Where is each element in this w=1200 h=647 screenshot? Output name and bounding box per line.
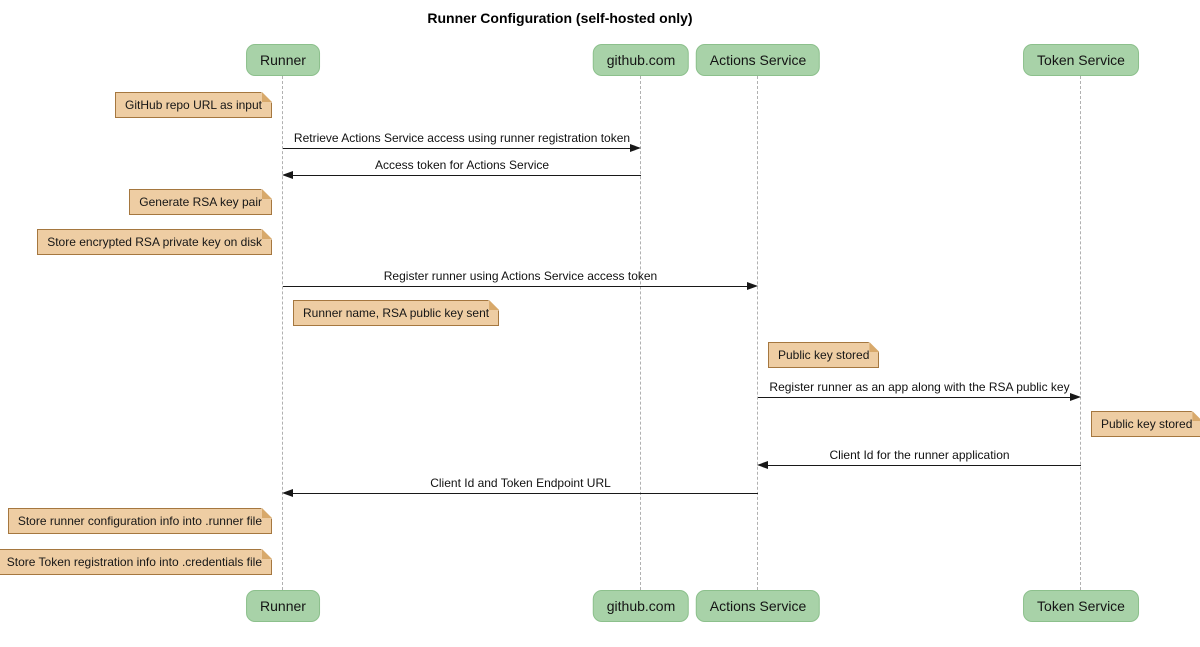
message-4-arrowhead-icon [1070,393,1081,401]
message-3-arrowhead-icon [747,282,758,290]
note-public-key-stored-token: Public key stored [1091,411,1200,437]
message-1-label: Retrieve Actions Service access using ru… [293,131,631,145]
lifeline-github [640,76,641,590]
note-github-repo-url: GitHub repo URL as input [115,92,272,118]
note-fold-icon [262,508,272,518]
note-fold-icon [262,189,272,199]
message-4-line [758,397,1070,398]
note-public-key-stored-actions: Public key stored [768,342,880,368]
message-6-line [293,493,758,494]
note-store-credentials-file: Store Token registration info into .cred… [0,549,272,575]
participant-runner-top: Runner [246,44,320,76]
note-fold-icon [489,300,500,310]
note-store-runner-file: Store runner configuration info into .ru… [7,508,272,534]
note-text: Runner name, RSA public key sent [303,306,490,320]
diagram-title: Runner Configuration (self-hosted only) [427,10,693,26]
note-runner-name-sent: Runner name, RSA public key sent [293,300,500,326]
participant-runner-bottom: Runner [246,590,320,622]
message-5-label: Client Id for the runner application [829,448,1010,462]
note-store-private-key: Store encrypted RSA private key on disk [37,229,272,255]
note-fold-icon [262,229,272,239]
lifeline-token-service [1080,76,1081,590]
note-fold-icon [262,549,272,559]
message-6-label: Client Id and Token Endpoint URL [430,476,611,490]
message-1-line [283,148,630,149]
message-2-line [293,175,641,176]
message-5-arrowhead-icon [757,461,768,469]
participant-actions-service-top: Actions Service [695,44,821,76]
message-6-arrowhead-icon [282,489,293,497]
lifeline-runner [282,76,283,590]
note-text: Generate RSA key pair [139,195,262,209]
message-2-arrowhead-icon [282,171,293,179]
note-text: GitHub repo URL as input [125,98,262,112]
note-text: Store runner configuration info into .ru… [17,514,262,528]
participant-token-service-bottom: Token Service [1023,590,1139,622]
message-4-label: Register runner as an app along with the… [769,380,1070,394]
participant-github-bottom: github.com [592,590,690,622]
note-text: Store Token registration info into .cred… [6,555,262,569]
note-fold-icon [262,92,272,102]
participant-actions-service-bottom: Actions Service [695,590,821,622]
participant-token-service-top: Token Service [1023,44,1139,76]
message-3-label: Register runner using Actions Service ac… [383,269,658,283]
message-3-line [283,286,747,287]
note-text: Public key stored [1101,417,1193,431]
note-fold-icon [1192,411,1200,421]
lifeline-actions-service [757,76,758,590]
message-5-line [768,465,1081,466]
message-2-label: Access token for Actions Service [374,158,550,172]
participant-github-top: github.com [592,44,690,76]
note-fold-icon [869,342,880,352]
note-generate-rsa-key-pair: Generate RSA key pair [129,189,272,215]
note-text: Store encrypted RSA private key on disk [47,235,262,249]
note-text: Public key stored [778,348,870,362]
message-1-arrowhead-icon [630,144,641,152]
